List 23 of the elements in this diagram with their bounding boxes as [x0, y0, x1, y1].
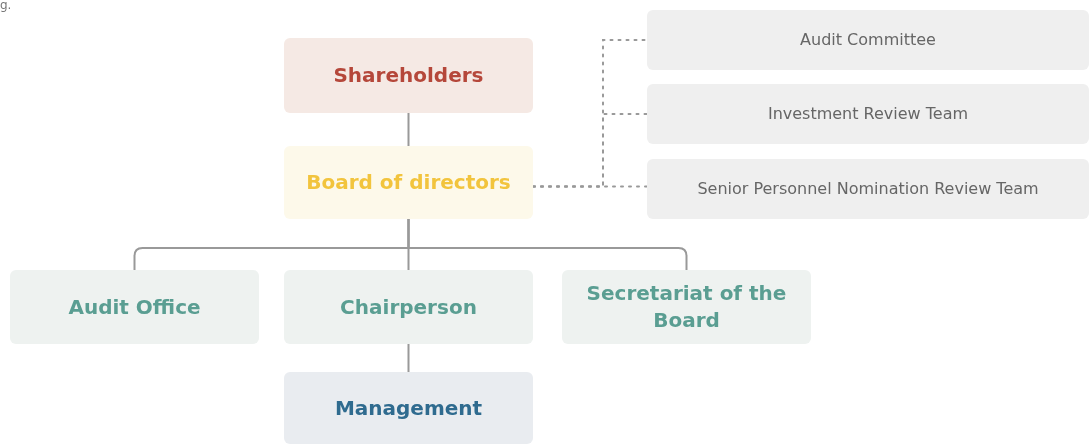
box-label: Board of directors — [306, 169, 511, 196]
box-label: Management — [334, 394, 483, 422]
org-box — [284, 270, 533, 344]
org-box — [647, 159, 1089, 219]
connector-line — [407, 343, 410, 373]
connector-line — [407, 218, 688, 271]
note-text: g. — [0, 0, 12, 12]
box-label: Investment Review Team — [767, 103, 969, 125]
org-box — [284, 146, 533, 219]
box-label: Secretariat of the Board — [585, 280, 788, 334]
box-label: Audit Office — [68, 293, 201, 321]
org-box — [647, 10, 1089, 70]
box-label: Senior Personnel Nomination Review Team — [697, 178, 1039, 200]
box-label: Shareholders — [333, 62, 484, 89]
org-box — [284, 38, 533, 113]
org-box — [647, 84, 1089, 144]
box-label: Chairperson — [340, 293, 477, 321]
dotted-connector — [532, 185, 648, 188]
org-box — [562, 270, 811, 344]
org-box — [284, 372, 533, 444]
box-label: Audit Committee — [800, 29, 936, 51]
connector-line — [407, 112, 410, 147]
org-box — [10, 270, 259, 344]
